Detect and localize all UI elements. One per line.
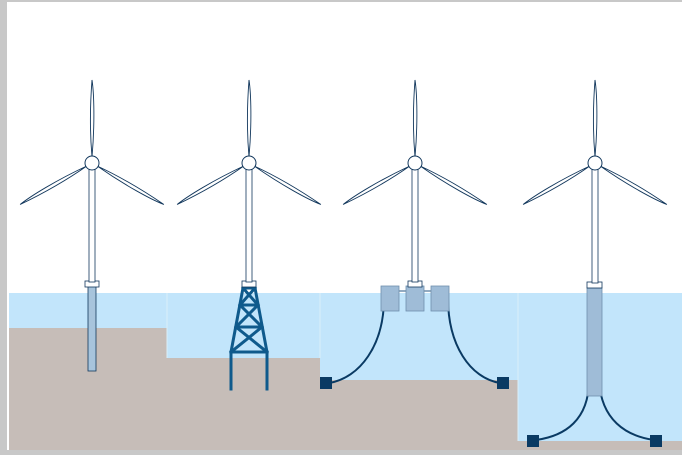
tower: [245, 164, 253, 283]
anchor-left: [527, 435, 539, 447]
tower: [411, 164, 419, 283]
anchor-right: [650, 435, 662, 447]
turbine-spar-buoy: [522, 79, 668, 447]
hub: [587, 155, 603, 171]
buoyancy-column-left: [380, 285, 400, 312]
seabed-region-semi-submersible: [320, 380, 518, 450]
monopile: [87, 285, 97, 372]
blade-left: [19, 165, 88, 205]
blade-left: [522, 165, 591, 205]
jacket-structure: [228, 285, 270, 391]
blade-left: [342, 165, 411, 205]
rotor: [176, 79, 322, 205]
spar-buoy: [586, 287, 603, 397]
mooring-line-left: [328, 297, 385, 384]
tower: [591, 164, 599, 284]
anchor-left: [320, 377, 332, 389]
blade-up: [592, 79, 598, 158]
turbine-monopile: [19, 79, 165, 372]
blade-right: [253, 165, 322, 205]
blade-up: [412, 79, 418, 158]
blade-up: [89, 79, 95, 158]
blade-right: [96, 165, 165, 205]
tower: [88, 164, 96, 283]
seabed-region-spar-buoy: [518, 441, 682, 450]
mooring-line-right: [447, 297, 501, 384]
turbine-semi-submersible: [320, 79, 509, 389]
blade-up: [246, 79, 252, 158]
buoyancy-column-center: [405, 285, 425, 312]
rotor: [522, 79, 668, 205]
blade-right: [599, 165, 668, 205]
turbine-jacket: [176, 79, 322, 391]
water-and-seabed: [9, 293, 682, 450]
seabed-region-jacket: [167, 358, 320, 450]
blade-right: [419, 165, 488, 205]
hub: [84, 155, 100, 171]
anchor-right: [497, 377, 509, 389]
hub: [241, 155, 257, 171]
blade-left: [176, 165, 245, 205]
rotor: [19, 79, 165, 205]
buoyancy-column-right: [430, 285, 450, 312]
hub: [407, 155, 423, 171]
rotor: [342, 79, 488, 205]
